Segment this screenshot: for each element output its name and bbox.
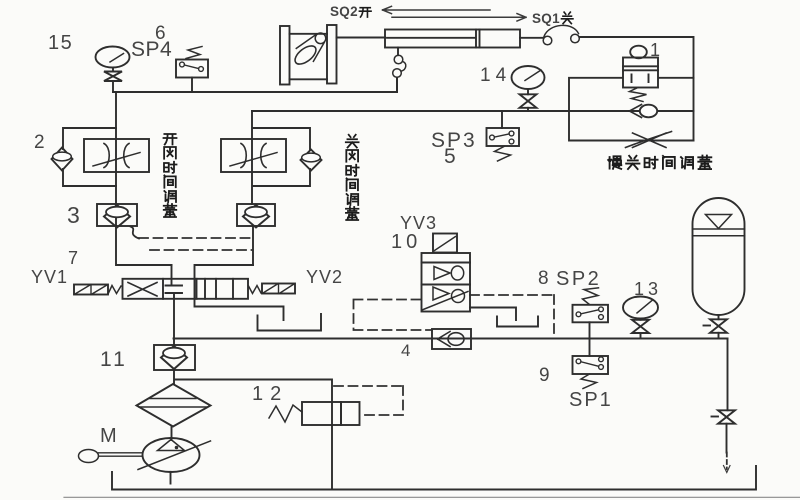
svg-text:5: 5 [444, 145, 456, 168]
svg-text:15: 15 [48, 32, 73, 54]
svg-text:7: 7 [68, 248, 78, 268]
svg-text:SQ1: SQ1 [532, 11, 560, 26]
svg-text:1: 1 [650, 40, 660, 60]
svg-text:8: 8 [538, 268, 549, 289]
svg-text:SP2: SP2 [556, 268, 601, 290]
svg-text:SQ2: SQ2 [330, 4, 358, 19]
svg-text:YV2: YV2 [306, 267, 343, 287]
svg-text:10: 10 [391, 231, 421, 253]
svg-text:SP1: SP1 [569, 389, 613, 411]
svg-text:2: 2 [34, 132, 45, 153]
svg-text:YV3: YV3 [400, 213, 437, 233]
svg-text:M: M [100, 425, 117, 447]
svg-text:14: 14 [480, 65, 511, 86]
svg-text:6: 6 [155, 23, 166, 44]
svg-text:SP3: SP3 [431, 129, 477, 152]
svg-text:YV1: YV1 [31, 267, 68, 287]
svg-text:13: 13 [634, 279, 662, 299]
svg-text:11: 11 [100, 348, 128, 371]
svg-text:SP4: SP4 [131, 38, 172, 61]
svg-text:3: 3 [67, 202, 80, 228]
svg-text:4: 4 [401, 341, 410, 360]
svg-text:12: 12 [252, 383, 288, 405]
svg-text:9: 9 [539, 365, 550, 386]
